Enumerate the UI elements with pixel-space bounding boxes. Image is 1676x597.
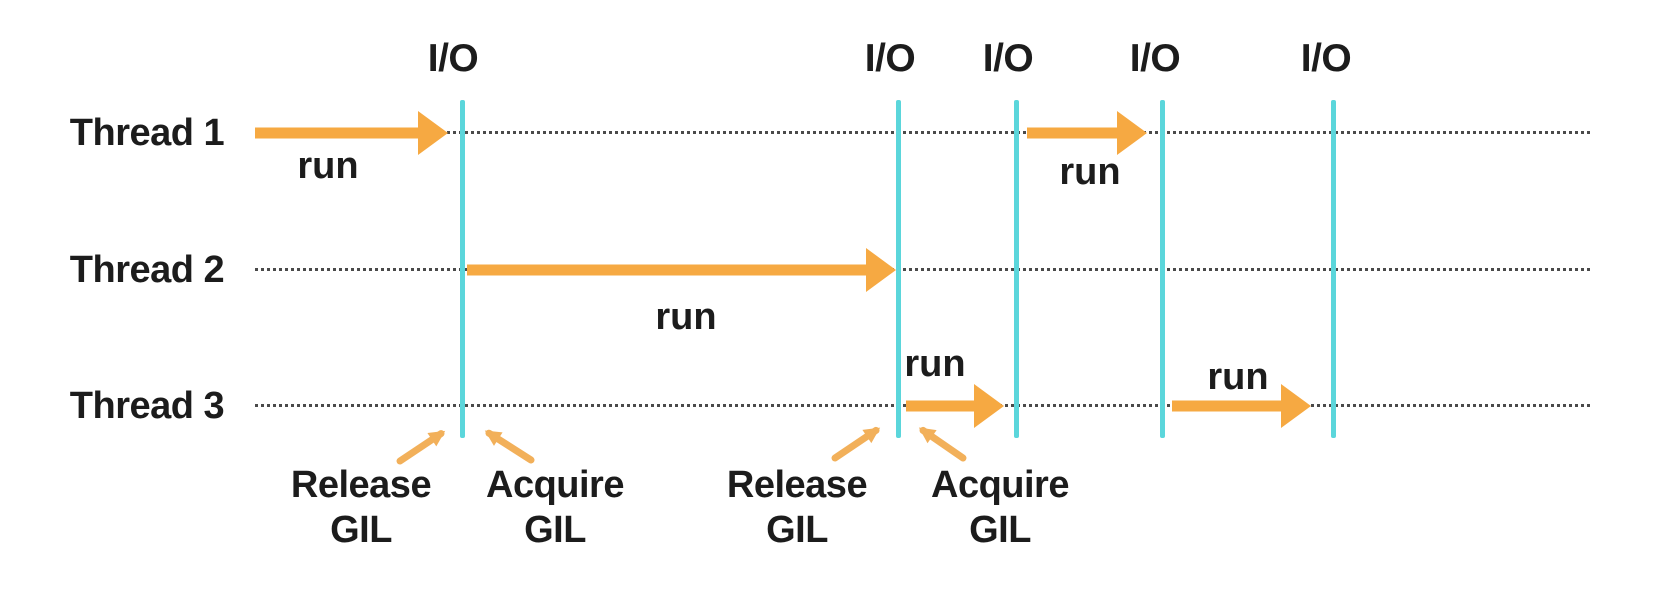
io-label-1: I/O — [427, 37, 479, 80]
thread3-label: Thread 3 — [69, 385, 225, 427]
io-line-5 — [1331, 100, 1336, 438]
release-gil-arrow-1 — [396, 430, 446, 465]
io-line-3 — [1014, 100, 1019, 438]
acquire-gil-arrow-1 — [484, 429, 535, 464]
acquire-gil-arrow-2 — [918, 426, 967, 462]
release-gil-label-2: Release GIL — [677, 463, 917, 553]
io-line-2 — [896, 100, 901, 438]
thread2-timeline — [255, 268, 1590, 271]
thread1-timeline — [255, 131, 1590, 134]
release-gil-arrow-2 — [831, 426, 881, 462]
acquire-gil-label-1-line1: Acquire — [486, 464, 624, 506]
run-label-thread1-a: run — [297, 145, 359, 187]
run-label-thread3-a: run — [904, 343, 966, 385]
run-label-thread2: run — [655, 296, 717, 338]
acquire-gil-label-2: Acquire GIL — [880, 463, 1120, 553]
run-label-thread3-b: run — [1207, 356, 1269, 398]
release-gil-label-1: Release GIL — [241, 463, 481, 553]
thread3-timeline — [255, 404, 1590, 407]
io-label-2: I/O — [864, 37, 916, 80]
thread2-label: Thread 2 — [69, 249, 225, 291]
release-gil-label-2-line1: Release — [726, 464, 868, 506]
io-line-1 — [460, 100, 465, 438]
release-gil-label-1-line2: GIL — [330, 509, 392, 551]
io-label-4: I/O — [1129, 37, 1181, 80]
io-line-4 — [1160, 100, 1165, 438]
release-gil-label-1-line1: Release — [290, 464, 432, 506]
io-label-3: I/O — [982, 37, 1034, 80]
acquire-gil-label-2-line1: Acquire — [931, 464, 1069, 506]
acquire-gil-label-2-line2: GIL — [969, 509, 1031, 551]
acquire-gil-label-1: Acquire GIL — [435, 463, 675, 553]
run-label-thread1-b: run — [1059, 151, 1121, 193]
thread1-label: Thread 1 — [69, 112, 225, 154]
acquire-gil-label-1-line2: GIL — [524, 509, 586, 551]
io-label-5: I/O — [1300, 37, 1352, 80]
release-gil-label-2-line2: GIL — [766, 509, 828, 551]
